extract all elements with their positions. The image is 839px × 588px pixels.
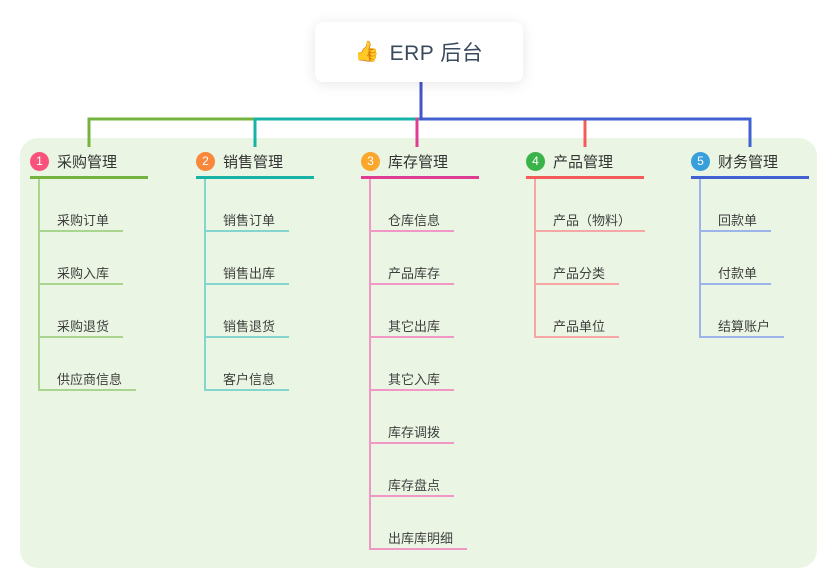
branch-header-3[interactable]: 3 库存管理 bbox=[361, 146, 479, 179]
child-node[interactable]: 产品单位 bbox=[536, 285, 620, 338]
child-node[interactable]: 采购入库 bbox=[40, 232, 124, 285]
child-node[interactable]: 产品库存 bbox=[371, 232, 455, 285]
branch-badge-2: 2 bbox=[196, 151, 215, 171]
child-node[interactable]: 销售出库 bbox=[206, 232, 290, 285]
branch-header-2[interactable]: 2 销售管理 bbox=[196, 146, 314, 179]
root-node-title: ERP 后台 bbox=[389, 42, 484, 65]
branch-5: 5 财务管理回款单付款单结算账户 bbox=[691, 146, 809, 338]
root-node[interactable]: 👍 ERP 后台 bbox=[315, 22, 523, 82]
child-node[interactable]: 出库库明细 bbox=[371, 497, 468, 550]
branch-header-4[interactable]: 4 产品管理 bbox=[526, 146, 644, 179]
child-node[interactable]: 库存盘点 bbox=[371, 444, 455, 497]
branch-label-3: 库存管理 bbox=[388, 153, 449, 171]
branch-label-2: 销售管理 bbox=[223, 153, 284, 171]
branch-3: 3 库存管理仓库信息产品库存其它出库其它入库库存调拨库存盘点出库库明细 bbox=[361, 146, 479, 550]
child-node[interactable]: 采购退货 bbox=[40, 285, 124, 338]
branch-children-3: 仓库信息产品库存其它出库其它入库库存调拨库存盘点出库库明细 bbox=[369, 179, 468, 550]
child-node[interactable]: 付款单 bbox=[701, 232, 772, 285]
child-node[interactable]: 供应商信息 bbox=[40, 338, 137, 391]
thumbs-up-icon: 👍 bbox=[354, 41, 380, 63]
branch-badge-1: 1 bbox=[30, 151, 49, 171]
child-node[interactable]: 产品分类 bbox=[536, 232, 620, 285]
child-node[interactable]: 回款单 bbox=[701, 179, 772, 232]
branch-children-4: 产品（物料）产品分类产品单位 bbox=[534, 179, 646, 338]
child-node[interactable]: 其它入库 bbox=[371, 338, 455, 391]
branch-badge-5: 5 bbox=[691, 151, 710, 171]
branch-children-1: 采购订单采购入库采购退货供应商信息 bbox=[38, 179, 137, 391]
child-node[interactable]: 销售退货 bbox=[206, 285, 290, 338]
branch-badge-4: 4 bbox=[526, 151, 545, 171]
branch-label-5: 财务管理 bbox=[718, 153, 779, 171]
branch-header-5[interactable]: 5 财务管理 bbox=[691, 146, 809, 179]
branch-children-5: 回款单付款单结算账户 bbox=[699, 179, 785, 338]
branch-badge-3: 3 bbox=[361, 151, 380, 171]
child-node[interactable]: 其它出库 bbox=[371, 285, 455, 338]
child-node[interactable]: 库存调拨 bbox=[371, 391, 455, 444]
branch-children-2: 销售订单销售出库销售退货客户信息 bbox=[204, 179, 290, 391]
child-node[interactable]: 采购订单 bbox=[40, 179, 124, 232]
branch-1: 1 采购管理采购订单采购入库采购退货供应商信息 bbox=[30, 146, 148, 391]
branch-label-4: 产品管理 bbox=[553, 153, 614, 171]
branch-2: 2 销售管理销售订单销售出库销售退货客户信息 bbox=[196, 146, 314, 391]
branch-header-1[interactable]: 1 采购管理 bbox=[30, 146, 148, 179]
child-node[interactable]: 产品（物料） bbox=[536, 179, 646, 232]
child-node[interactable]: 客户信息 bbox=[206, 338, 290, 391]
branch-label-1: 采购管理 bbox=[57, 153, 118, 171]
child-node[interactable]: 结算账户 bbox=[701, 285, 785, 338]
child-node[interactable]: 销售订单 bbox=[206, 179, 290, 232]
branch-4: 4 产品管理产品（物料）产品分类产品单位 bbox=[526, 146, 646, 338]
child-node[interactable]: 仓库信息 bbox=[371, 179, 455, 232]
